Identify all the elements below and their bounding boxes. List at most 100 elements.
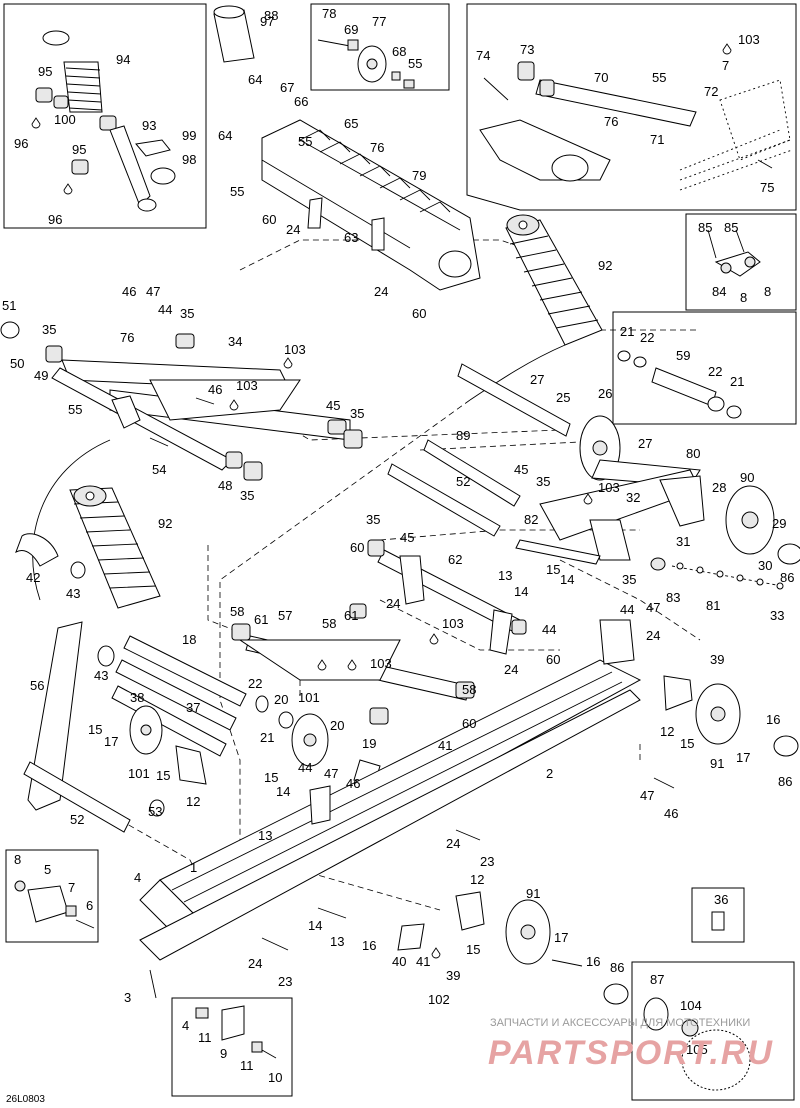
callout-label-21: 21 [620, 324, 634, 339]
slider-detail-box [171, 997, 293, 1097]
spacer-88 [213, 5, 255, 63]
callout-label-73: 73 [520, 42, 534, 57]
watermark-line2: PARTSPORT.RU [488, 1034, 774, 1072]
callout-label-35: 35 [536, 474, 550, 489]
callout-label-46: 46 [664, 806, 678, 821]
callout-label-13: 13 [498, 568, 512, 583]
callout-label-78: 78 [322, 6, 336, 21]
callout-label-9: 9 [220, 1046, 227, 1061]
center-arm [231, 539, 527, 725]
callout-label-4: 4 [134, 870, 141, 885]
callout-label-8: 8 [764, 284, 771, 299]
callout-label-45: 45 [326, 398, 340, 413]
callout-label-70: 70 [594, 70, 608, 85]
callout-label-52: 52 [70, 812, 84, 827]
assembly-lines [32, 209, 701, 911]
callout-label-69: 69 [344, 22, 358, 37]
detail-boxes [3, 3, 797, 1101]
shock-spring [63, 61, 103, 113]
callout-label-14: 14 [560, 572, 574, 587]
callout-label-76: 76 [120, 330, 134, 345]
callout-label-40: 40 [392, 954, 406, 969]
callout-label-22: 22 [640, 330, 654, 345]
callout-label-38: 38 [130, 690, 144, 705]
callout-label-26: 26 [598, 386, 612, 401]
callout-label-22: 22 [248, 676, 262, 691]
callout-label-99: 99 [182, 128, 196, 143]
callout-label-39: 39 [710, 652, 724, 667]
rear-shafts [387, 363, 800, 571]
callout-label-36: 36 [714, 892, 728, 907]
callout-label-100: 100 [54, 112, 76, 127]
callout-label-46: 46 [122, 284, 136, 299]
callout-label-15: 15 [546, 562, 560, 577]
callout-label-66: 66 [294, 94, 308, 109]
callout-label-50: 50 [10, 356, 24, 371]
oil-drop-icon [317, 659, 327, 671]
shock-routing-line [469, 344, 566, 401]
callout-label-41: 41 [438, 738, 452, 753]
callout-label-12: 12 [660, 724, 674, 739]
callout-label-53: 53 [148, 804, 162, 819]
drawing-reference: 26L0803 [6, 1094, 45, 1105]
oil-drop-icon [429, 633, 439, 645]
callout-label-24: 24 [374, 284, 388, 299]
callout-label-82: 82 [524, 512, 538, 527]
callout-label-64: 64 [218, 128, 232, 143]
callout-label-55: 55 [68, 402, 82, 417]
callout-label-77: 77 [372, 14, 386, 29]
shock-routing-arrow [32, 439, 111, 601]
callout-label-96: 96 [14, 136, 28, 151]
callout-label-2: 2 [546, 766, 553, 781]
callout-label-14: 14 [308, 918, 322, 933]
callout-label-86: 86 [778, 774, 792, 789]
callout-label-11: 11 [198, 1030, 212, 1045]
callout-label-23: 23 [278, 974, 292, 989]
callout-label-35: 35 [42, 322, 56, 337]
callout-label-46: 46 [346, 776, 360, 791]
callout-label-44: 44 [542, 622, 556, 637]
callout-label-16: 16 [586, 954, 600, 969]
callout-label-58: 58 [462, 682, 476, 697]
callout-label-72: 72 [704, 84, 718, 99]
slider-detail [195, 1005, 277, 1059]
callout-label-24: 24 [646, 628, 660, 643]
callout-label-25: 25 [556, 390, 570, 405]
callout-label-1: 1 [190, 860, 197, 875]
rear-shock-detail [31, 30, 176, 212]
spacer-detail-box [612, 311, 797, 425]
callout-label-17: 17 [554, 930, 568, 945]
adjuster-detail-box [466, 3, 797, 211]
callout-label-6: 6 [86, 898, 93, 913]
callout-label-57: 57 [278, 608, 292, 623]
callout-label-16: 16 [362, 938, 376, 953]
callout-label-47: 47 [146, 284, 160, 299]
callout-label-41: 41 [416, 954, 430, 969]
callout-label-30: 30 [758, 558, 772, 573]
callout-label-54: 54 [152, 462, 166, 477]
callout-label-17: 17 [104, 734, 118, 749]
callout-label-90: 90 [740, 470, 754, 485]
callout-label-12: 12 [470, 872, 484, 887]
callout-label-31: 31 [676, 534, 690, 549]
callout-label-20: 20 [274, 692, 288, 707]
callout-label-86: 86 [780, 570, 794, 585]
callout-label-60: 60 [350, 540, 364, 555]
callout-label-8: 8 [740, 290, 747, 305]
front-arm [0, 321, 363, 481]
callout-label-7: 7 [722, 58, 729, 73]
callout-label-27: 27 [530, 372, 544, 387]
callout-label-87: 87 [650, 972, 664, 987]
callout-label-12: 12 [186, 794, 200, 809]
callout-label-47: 47 [640, 788, 654, 803]
callout-label-83: 83 [666, 590, 680, 605]
front-cross-shaft [261, 119, 481, 291]
callout-label-105: 105 [686, 1042, 708, 1057]
callout-label-44: 44 [158, 302, 172, 317]
callout-label-65: 65 [344, 116, 358, 131]
callout-label-35: 35 [180, 306, 194, 321]
callout-label-55: 55 [298, 134, 312, 149]
callout-label-76: 76 [604, 114, 618, 129]
callout-label-56: 56 [30, 678, 44, 693]
callout-label-4: 4 [182, 1018, 189, 1033]
